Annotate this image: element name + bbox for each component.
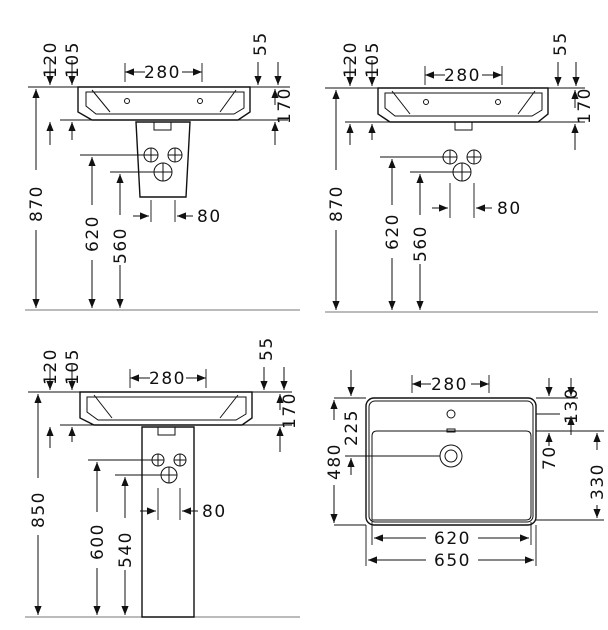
dim-120: 120 — [41, 41, 61, 78]
dim-120: 120 — [341, 41, 361, 78]
dim-105: 105 — [363, 41, 383, 78]
dim-620: 620 — [83, 215, 103, 252]
dim-105: 105 — [63, 41, 83, 78]
dim-120: 120 — [41, 348, 61, 385]
view-top: 280 225 480 70 130 330 620 — [325, 370, 608, 571]
dim-55: 55 — [551, 31, 571, 56]
basin-side-view — [377, 87, 549, 131]
basin-side-view — [77, 86, 251, 121]
dim-560: 560 — [111, 227, 131, 264]
half-pedestal — [135, 121, 191, 198]
basin-top-view — [365, 397, 537, 526]
dim-130: 130 — [562, 387, 582, 424]
dim-280: 280 — [444, 66, 481, 86]
dim-600: 600 — [88, 523, 108, 560]
drain-inner — [444, 449, 458, 463]
dim-170: 170 — [275, 87, 295, 124]
tap-hole — [446, 409, 456, 419]
dim-80: 80 — [197, 207, 222, 227]
dim-280: 280 — [144, 63, 181, 83]
full-pedestal — [141, 426, 195, 618]
siphon-outlet — [442, 149, 482, 182]
dim-170: 170 — [575, 87, 595, 124]
dim-80: 80 — [202, 502, 227, 522]
dim-540: 540 — [116, 531, 136, 568]
dim-55: 55 — [251, 31, 271, 56]
drain-outer — [439, 444, 463, 468]
dim-560: 560 — [411, 225, 431, 262]
dim-70: 70 — [540, 445, 560, 470]
dim-280: 280 — [431, 375, 468, 395]
basin-side-view — [79, 391, 253, 426]
dim-850: 850 — [29, 491, 49, 528]
dim-620: 620 — [383, 213, 403, 250]
dim-650: 650 — [434, 551, 471, 571]
dim-80: 80 — [497, 199, 522, 219]
dim-55: 55 — [257, 336, 277, 361]
dim-330: 330 — [588, 463, 608, 500]
dim-170: 170 — [280, 392, 300, 429]
view-side-full-pedestal: 120 105 280 55 170 850 600 540 80 — [25, 336, 300, 618]
dim-225: 225 — [342, 409, 362, 446]
view-side-half-pedestal: 120 105 280 55 170 870 620 560 80 — [25, 31, 300, 311]
dim-620: 620 — [434, 529, 471, 549]
dim-870: 870 — [327, 185, 347, 222]
dim-480: 480 — [325, 443, 345, 480]
dim-280: 280 — [149, 369, 186, 389]
view-side-wall-hung: 120 105 280 55 170 870 620 560 80 — [325, 31, 598, 313]
dim-870: 870 — [27, 185, 47, 222]
dim-105: 105 — [63, 348, 83, 385]
